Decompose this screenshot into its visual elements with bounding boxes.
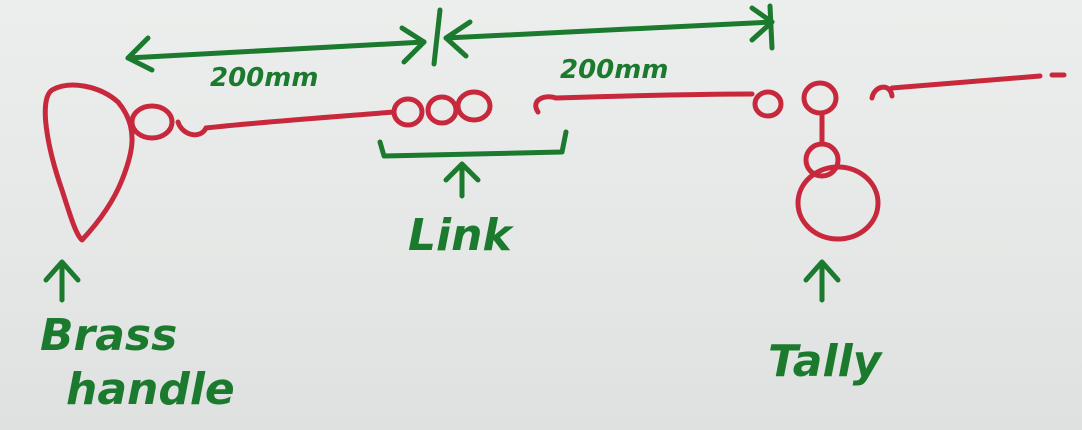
dimension-arrowhead-left-end [399, 25, 427, 65]
tally-ring-1 [752, 89, 784, 119]
chain-wire-1 [203, 109, 397, 131]
handle-ring [129, 103, 175, 141]
handle-pointer-arrow [43, 259, 81, 303]
tally-small-ring [803, 141, 841, 179]
dimension-center-tick [431, 7, 443, 67]
tally-disc [795, 164, 881, 242]
handle-hook [175, 119, 209, 138]
dimension-label-left: 200mm [210, 63, 318, 93]
link-ring-3 [455, 89, 493, 123]
dimension-label-right: 200mm [560, 55, 668, 85]
tally-hook [869, 84, 895, 101]
dimension-arrowhead-right-end [749, 5, 775, 43]
link-pointer-arrow [443, 161, 481, 199]
tally-label: Tally [768, 336, 884, 387]
link-label: Link [408, 210, 514, 261]
tally-ring-2 [801, 80, 839, 116]
link-bracket [377, 129, 569, 159]
link-ring-1 [391, 96, 425, 128]
chain-wire-2 [553, 91, 755, 101]
handle-label-line1: Brass [40, 310, 177, 361]
dimension-end-tick [767, 3, 775, 51]
chain-wire-3 [889, 73, 1043, 91]
handle-label-line2: handle [66, 364, 235, 415]
measuring-chain [42, 72, 1067, 243]
dimension-arrowhead-right-start [443, 19, 473, 59]
link-ring-2 [425, 94, 459, 126]
dimension-arrow-left [125, 39, 427, 61]
brass-handle-loop [42, 82, 135, 243]
dimension-arrowhead-left-start [125, 35, 155, 73]
dimension-arrow-right [443, 19, 775, 41]
link-hook [533, 94, 559, 115]
annotations: 200mm 200mm Link Brass handle Tally [40, 3, 884, 415]
tally-pointer-arrow [803, 259, 841, 303]
